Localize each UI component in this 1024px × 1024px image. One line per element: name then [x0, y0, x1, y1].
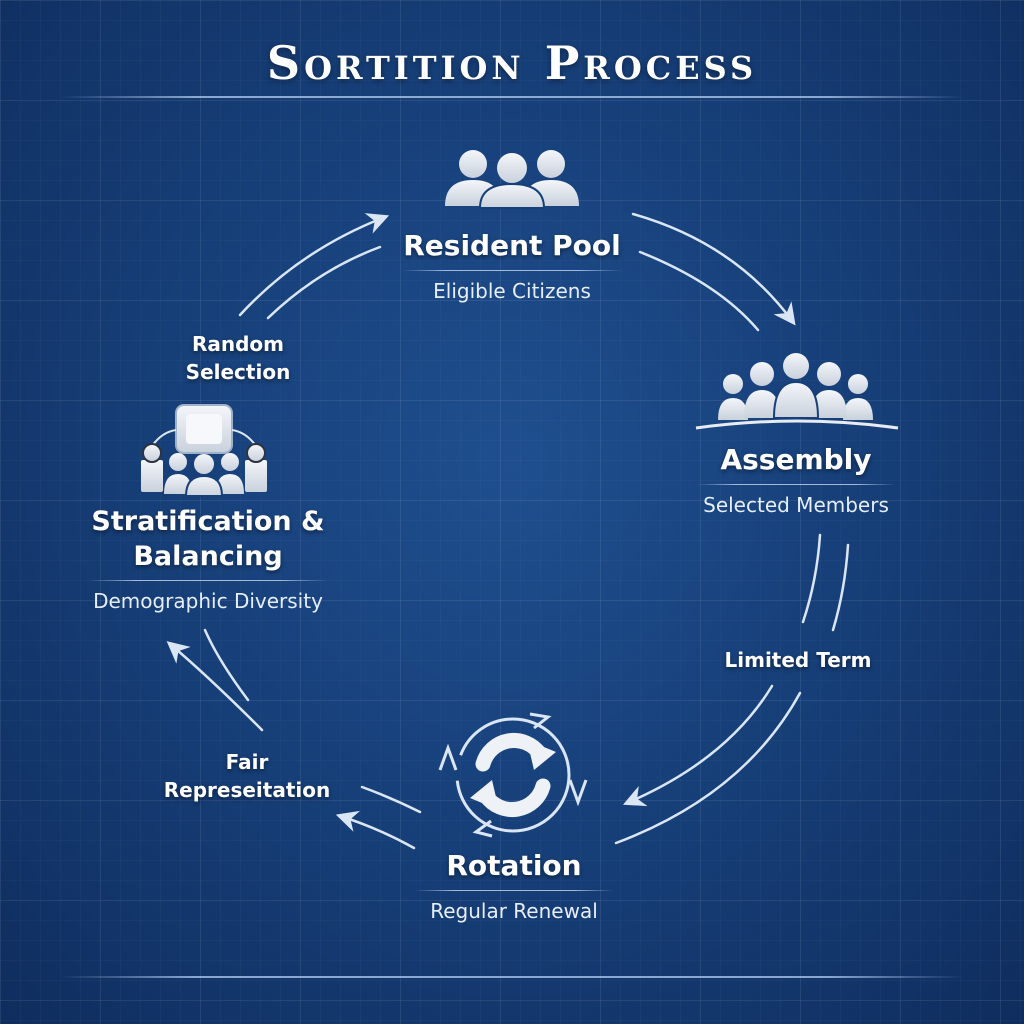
fair-representation-line2: Represeitation [163, 778, 331, 802]
assembly-icon [695, 353, 899, 430]
page-title: Sortition Process [266, 36, 758, 90]
random-selection-line2: Selection [185, 360, 291, 384]
resident-pool-label: Resident Pool [403, 229, 621, 262]
people-group-icon [445, 150, 579, 209]
random-selection-line1: Random [191, 332, 285, 356]
flow-label-fair-representation: Fair Represeitation [152, 748, 342, 804]
flow-label-random-selection: Random Selection [168, 330, 308, 386]
resident-pool-sub: Eligible Citizens [433, 279, 591, 304]
footer-rule [60, 976, 964, 978]
rotation-sub: Regular Renewal [430, 899, 598, 924]
limited-term-line1: Limited Term [724, 648, 872, 672]
assembly-label: Assembly [720, 443, 872, 476]
title-rule [60, 96, 964, 98]
fair-representation-line1: Fair [225, 750, 269, 774]
rotation-divider [414, 890, 614, 892]
resident-pool-divider [402, 270, 622, 272]
assembly-sub: Selected Members [703, 493, 889, 518]
node-resident-pool: Resident Pool Eligible Citizens [392, 228, 632, 303]
stratification-label-line1: Stratification & [91, 506, 325, 537]
node-rotation: Rotation Regular Renewal [404, 848, 624, 923]
rotation-label: Rotation [446, 849, 582, 882]
arrow-limited-term [614, 533, 850, 845]
arrow-random-selection [238, 213, 390, 320]
stratification-divider [88, 580, 328, 582]
flow-label-limited-term: Limited Term [712, 646, 884, 674]
rotation-cycle-icon [438, 712, 588, 838]
assembly-divider [696, 484, 896, 486]
stratification-sub: Demographic Diversity [93, 589, 323, 614]
arrow-pool-to-assembly [631, 212, 796, 332]
node-assembly: Assembly Selected Members [686, 442, 906, 517]
arrow-fair-representation [166, 628, 422, 850]
stratification-label-line2: Balancing [133, 541, 283, 573]
node-stratification: Stratification & Balancing Demographic D… [72, 504, 344, 613]
balanced-selection-icon [141, 404, 267, 497]
